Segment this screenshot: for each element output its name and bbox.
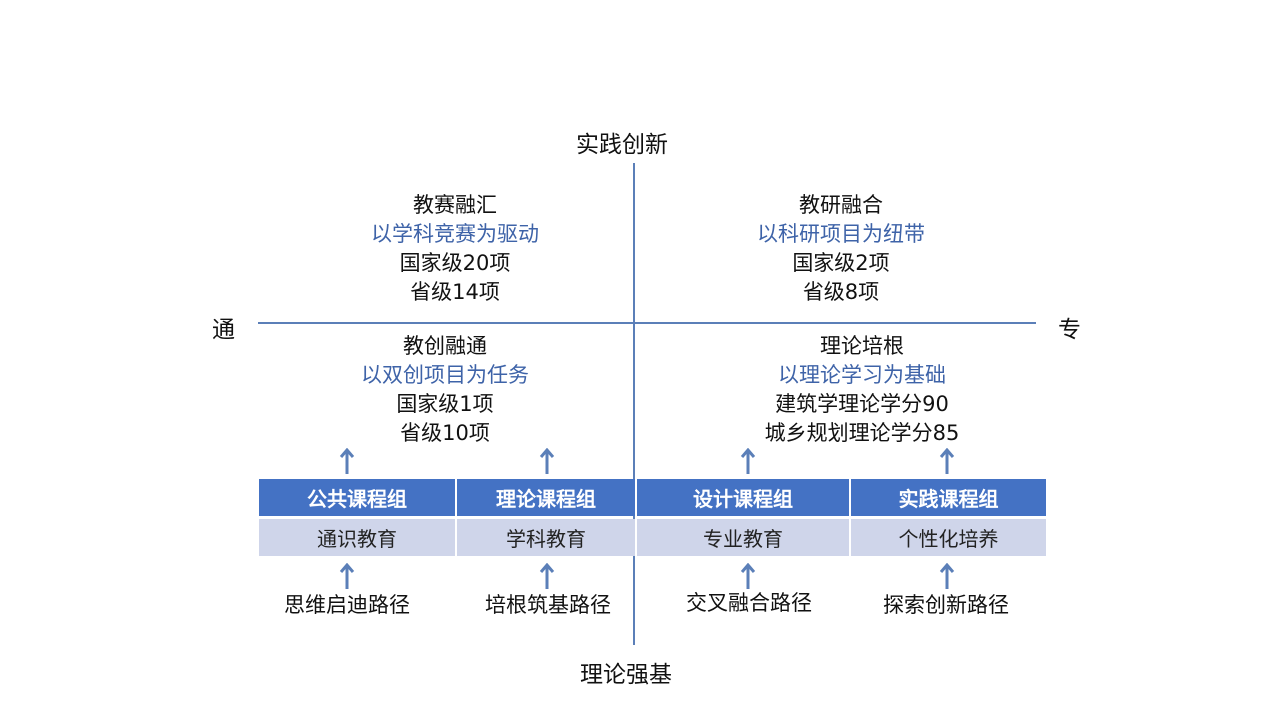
vertical-axis [633, 163, 635, 645]
quadrant-title: 教研融合 [799, 193, 883, 217]
quadrant-line: 省级14项 [410, 280, 500, 304]
quadrant-line: 城乡规划理论学分85 [764, 421, 960, 445]
quadrant-subtitle: 以科研项目为纽带 [757, 222, 925, 246]
quadrant-subtitle: 以理论学习为基础 [778, 363, 946, 387]
axis-label-left: 通 [212, 317, 235, 343]
up-arrow-icon [939, 562, 955, 589]
axis-label-right: 专 [1058, 317, 1081, 343]
education-cell: 学科教育 [457, 519, 635, 556]
horizontal-axis [258, 322, 1036, 324]
up-arrow-icon [939, 447, 955, 474]
quadrant-top-left: 教赛融汇 以学科竞赛为驱动 国家级20项 省级14项 [305, 191, 605, 307]
path-label: 探索创新路径 [883, 593, 1009, 617]
path-label: 交叉融合路径 [686, 591, 812, 615]
quadrant-bottom-right: 理论培根 以理论学习为基础 建筑学理论学分90 城乡规划理论学分85 [712, 332, 1012, 448]
education-cell: 通识教育 [259, 519, 455, 556]
up-arrow-icon [339, 562, 355, 589]
group-header: 公共课程组 [259, 479, 455, 516]
up-arrow-icon [539, 562, 555, 589]
path-label: 培根筑基路径 [485, 593, 611, 617]
path-label: 思维启迪路径 [284, 593, 410, 617]
quadrant-line: 国家级2项 [792, 251, 890, 275]
up-arrow-icon [539, 447, 555, 474]
up-arrow-icon [740, 562, 756, 589]
quadrant-title: 理论培根 [820, 334, 904, 358]
quadrant-bottom-left: 教创融通 以双创项目为任务 国家级1项 省级10项 [295, 332, 595, 448]
group-header: 设计课程组 [637, 479, 849, 516]
quadrant-line: 国家级20项 [399, 251, 511, 275]
axis-label-bottom: 理论强基 [580, 662, 672, 688]
group-header: 理论课程组 [457, 479, 635, 516]
quadrant-line: 国家级1项 [396, 392, 494, 416]
quadrant-line: 省级8项 [802, 280, 880, 304]
education-cell: 个性化培养 [851, 519, 1046, 556]
quadrant-subtitle: 以学科竞赛为驱动 [371, 222, 539, 246]
quadrant-top-right: 教研融合 以科研项目为纽带 国家级2项 省级8项 [691, 191, 991, 307]
quadrant-line: 省级10项 [400, 421, 490, 445]
group-header: 实践课程组 [851, 479, 1046, 516]
education-cell: 专业教育 [637, 519, 849, 556]
up-arrow-icon [339, 447, 355, 474]
quadrant-line: 建筑学理论学分90 [775, 392, 949, 416]
quadrant-subtitle: 以双创项目为任务 [361, 363, 529, 387]
axis-label-top: 实践创新 [576, 132, 668, 158]
up-arrow-icon [740, 447, 756, 474]
quadrant-title: 教创融通 [403, 334, 487, 358]
quadrant-title: 教赛融汇 [413, 193, 497, 217]
